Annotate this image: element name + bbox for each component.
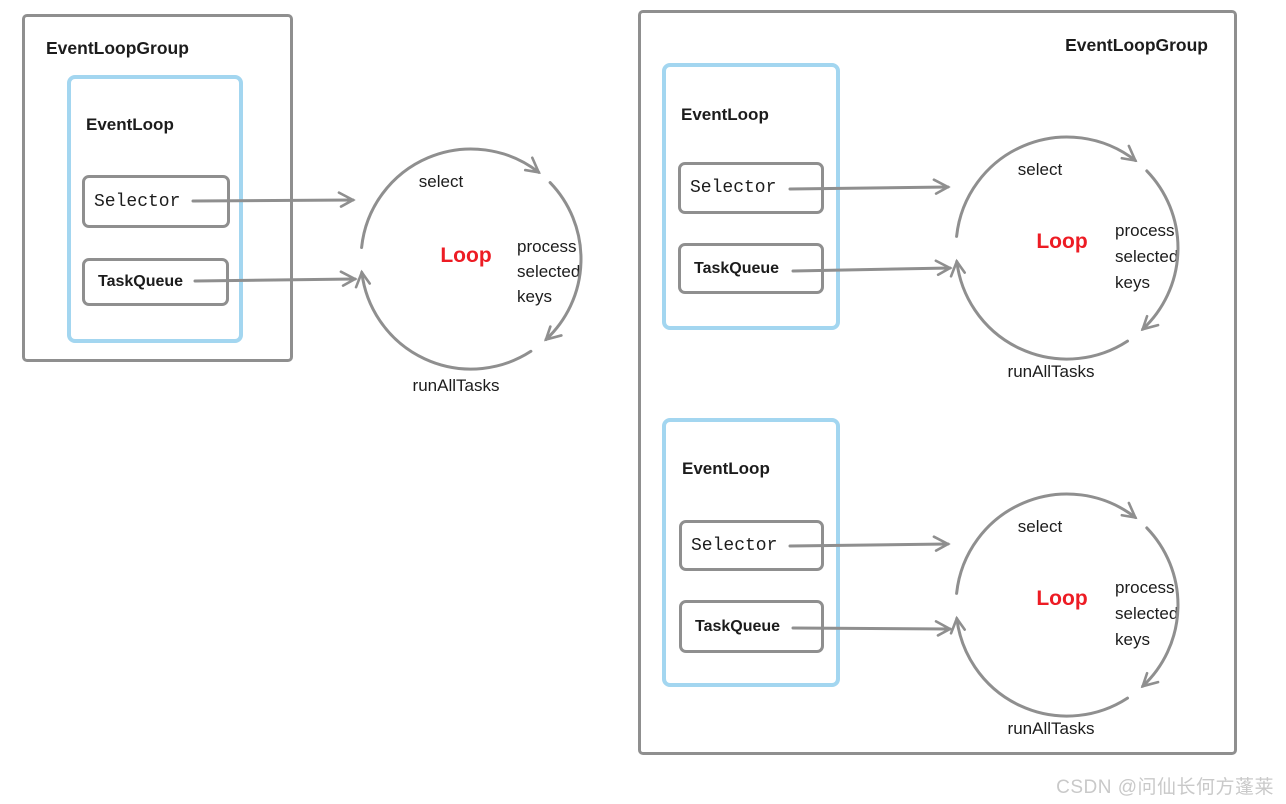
loop-center-label: Loop bbox=[440, 244, 492, 267]
selector-label: Selector bbox=[690, 178, 777, 198]
loop-select-label: select bbox=[1017, 517, 1063, 536]
selector-box: Selector bbox=[82, 175, 230, 228]
eventloopgroup-title: EventLoopGroup bbox=[1065, 35, 1208, 55]
taskqueue-box: TaskQueue bbox=[679, 600, 824, 653]
eventloop-title: EventLoop bbox=[681, 105, 769, 124]
loop-arc-top bbox=[360, 147, 541, 249]
process-line: keys bbox=[1115, 273, 1150, 292]
process-line: selected bbox=[1115, 247, 1179, 266]
loop-center-label: Loop bbox=[1036, 230, 1088, 253]
eventloop-box: EventLoop Selector TaskQueue bbox=[67, 75, 243, 343]
process-line: process bbox=[517, 237, 577, 256]
loop-process-label: process selected keys bbox=[517, 234, 580, 309]
process-line: keys bbox=[1115, 630, 1150, 649]
loop-select-label: select bbox=[418, 172, 464, 191]
process-line: process bbox=[1115, 221, 1175, 240]
loop-arc-bottom bbox=[354, 269, 533, 371]
process-line: selected bbox=[517, 262, 581, 281]
eventloop-title: EventLoop bbox=[86, 115, 174, 134]
eventloop-box: EventLoop Selector TaskQueue bbox=[662, 63, 840, 330]
csdn-watermark: CSDN @问仙长何方蓬莱 bbox=[1056, 777, 1274, 798]
taskqueue-box: TaskQueue bbox=[678, 243, 824, 294]
loop-runalltasks-label: runAllTasks bbox=[412, 376, 500, 395]
loop-center-label: Loop bbox=[1036, 587, 1088, 610]
taskqueue-label: TaskQueue bbox=[694, 259, 780, 277]
taskqueue-label: TaskQueue bbox=[695, 617, 781, 635]
loop-process-label: process selected keys bbox=[1115, 218, 1178, 296]
loop-process-label: process selected keys bbox=[1115, 575, 1178, 653]
selector-label: Selector bbox=[691, 535, 778, 556]
selector-label: Selector bbox=[94, 191, 181, 212]
eventloopgroup-box-left: EventLoopGroup bbox=[22, 14, 293, 362]
eventloopgroup-box-right: EventLoopGroup bbox=[638, 10, 1237, 755]
selector-box: Selector bbox=[679, 520, 824, 571]
eventloopgroup-title: EventLoopGroup bbox=[46, 38, 189, 58]
selector-box: Selector bbox=[678, 162, 824, 214]
process-line: process bbox=[1115, 578, 1175, 597]
process-line: keys bbox=[517, 287, 552, 306]
process-line: selected bbox=[1115, 604, 1179, 623]
loop-runalltasks-label: runAllTasks bbox=[1007, 719, 1095, 738]
eventloop-title: EventLoop bbox=[682, 459, 770, 478]
taskqueue-box: TaskQueue bbox=[82, 258, 229, 306]
taskqueue-label: TaskQueue bbox=[98, 273, 184, 290]
loop-runalltasks-label: runAllTasks bbox=[1007, 362, 1095, 381]
eventloop-box: EventLoop Selector TaskQueue bbox=[662, 418, 840, 687]
loop-select-label: select bbox=[1017, 160, 1063, 179]
